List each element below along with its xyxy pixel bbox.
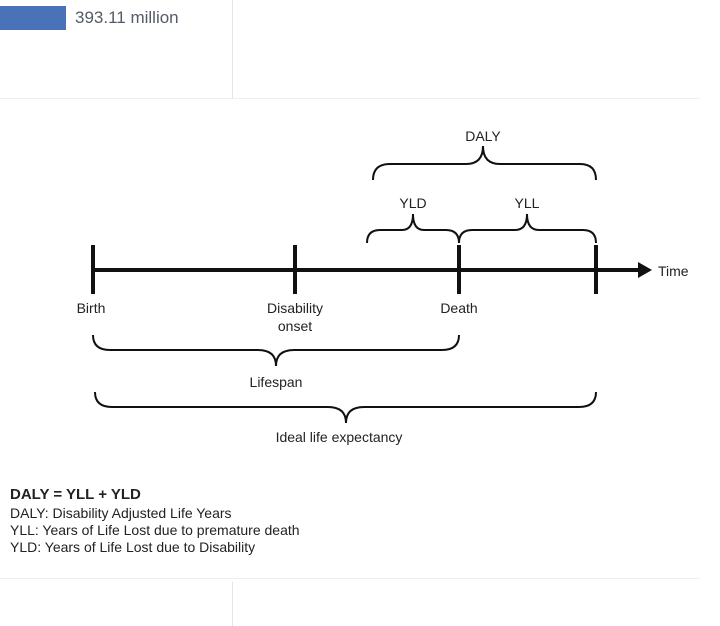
yld-label: YLD: [399, 195, 426, 211]
death-label: Death: [440, 300, 477, 316]
panel-divider: [232, 0, 233, 98]
timeline-arrowhead: [638, 262, 652, 278]
yll-brace: [458, 213, 597, 244]
value-label: 393.11 million: [75, 8, 179, 27]
disability-onset-label: onset: [278, 318, 312, 334]
legend-definition: YLD: Years of Life Lost due to Disabilit…: [10, 539, 256, 555]
panel-divider: [0, 98, 700, 99]
birth-label: Birth: [77, 300, 106, 316]
disability-onset-label: Disability: [267, 300, 323, 316]
time-label: Time: [658, 263, 689, 279]
daly-brace: [372, 145, 597, 181]
lifespan-brace: [92, 334, 460, 367]
panel-divider: [232, 582, 233, 626]
legend: DALY = YLL + YLD DALY: Disability Adjust…: [10, 486, 300, 556]
ideal-life-expectancy-label: Ideal life expectancy: [276, 429, 403, 445]
panel-divider: [0, 578, 700, 579]
value-bar: [0, 6, 66, 30]
yll-label: YLL: [515, 195, 540, 211]
lifespan-label: Lifespan: [250, 374, 303, 390]
ideal-life-expectancy-brace: [94, 391, 597, 424]
daly-formula: DALY = YLL + YLD: [10, 486, 141, 503]
yld-brace: [366, 213, 460, 244]
legend-definition: DALY: Disability Adjusted Life Years: [10, 505, 232, 521]
daly-label: DALY: [465, 128, 501, 144]
legend-definition: YLL: Years of Life Lost due to premature…: [10, 522, 300, 538]
